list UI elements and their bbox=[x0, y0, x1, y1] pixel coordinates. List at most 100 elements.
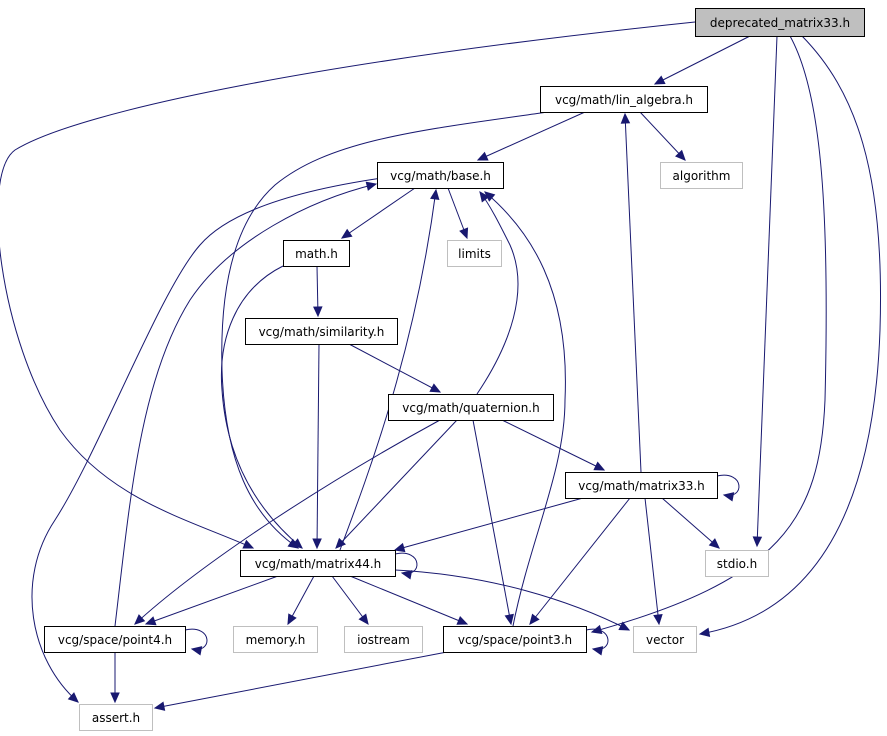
edge-arrowhead bbox=[618, 621, 631, 631]
node-box bbox=[344, 626, 423, 653]
edge-line bbox=[221, 111, 549, 549]
edge-arrowhead bbox=[153, 701, 166, 711]
node-box bbox=[695, 8, 865, 37]
edge-point3-to-point3 bbox=[585, 628, 609, 656]
edge-matrix44-to-iostream bbox=[331, 575, 369, 625]
node-box bbox=[388, 394, 554, 421]
edge-line bbox=[699, 35, 882, 635]
edge-arrowhead bbox=[479, 191, 490, 203]
node-matrix33[interactable]: vcg/math/matrix33.h bbox=[565, 472, 718, 499]
node-box bbox=[540, 86, 708, 113]
node-iostream: iostream bbox=[344, 626, 423, 653]
edge-line bbox=[476, 191, 519, 395]
node-math[interactable]: math.h bbox=[283, 240, 350, 267]
edge-line bbox=[134, 419, 441, 625]
graph-nodes: deprecated_matrix33.h vcg/math/lin_algebr… bbox=[44, 8, 865, 731]
node-matrix44[interactable]: vcg/math/matrix44.h bbox=[240, 550, 396, 577]
edge-line bbox=[335, 419, 458, 549]
edge-arrowhead bbox=[110, 692, 120, 704]
edge-quaternion-to-base bbox=[476, 191, 519, 395]
node-memory: memory.h bbox=[233, 626, 318, 653]
edge-line bbox=[114, 183, 377, 627]
edge-line bbox=[529, 497, 631, 625]
edge-matrix44-to-base bbox=[339, 188, 440, 551]
edge-line bbox=[331, 575, 369, 625]
edge-quaternion-to-matrix33 bbox=[501, 419, 606, 471]
node-box bbox=[233, 626, 318, 653]
edge-point3-to-base bbox=[484, 191, 566, 627]
edge-arrowhead bbox=[393, 542, 406, 553]
edge-deprecated-matrix33-to-matrix44 bbox=[0, 21, 696, 549]
edge-arrowhead bbox=[675, 149, 686, 161]
edge-point3-to-assert bbox=[153, 651, 448, 711]
node-box bbox=[377, 162, 504, 189]
edge-arrowhead bbox=[476, 151, 489, 161]
edge-arrowhead bbox=[620, 112, 631, 124]
edge-math-to-matrix44 bbox=[220, 265, 303, 549]
node-box bbox=[79, 704, 153, 731]
edge-line bbox=[644, 497, 660, 625]
edge-line bbox=[639, 111, 686, 161]
edge-matrix44-to-point4 bbox=[144, 575, 279, 626]
edge-arrowhead bbox=[287, 613, 297, 626]
edge-arrowhead bbox=[429, 383, 442, 393]
edge-quaternion-to-matrix44 bbox=[335, 419, 458, 549]
edge-line bbox=[716, 474, 740, 496]
node-label: vcg/math/similarity.h bbox=[259, 325, 385, 339]
edge-point4-to-base bbox=[114, 181, 378, 627]
node-stdio: stdio.h bbox=[705, 550, 769, 577]
node-label: vcg/math/base.h bbox=[390, 169, 491, 183]
edge-line bbox=[624, 113, 642, 473]
node-base[interactable]: vcg/math/base.h bbox=[377, 162, 504, 189]
edge-deprecated-matrix33-to-point3 bbox=[590, 35, 827, 635]
edge-deprecated-matrix33-to-lin-algebra bbox=[653, 35, 751, 85]
edge-matrix44-to-vector bbox=[394, 569, 631, 631]
graph-edges bbox=[0, 21, 882, 711]
edge-arrowhead bbox=[340, 228, 353, 239]
edge-point4-to-assert bbox=[110, 652, 120, 704]
edge-line bbox=[348, 343, 441, 393]
node-similarity[interactable]: vcg/math/similarity.h bbox=[245, 318, 398, 345]
edge-line bbox=[341, 187, 416, 239]
node-point3[interactable]: vcg/space/point3.h bbox=[443, 626, 587, 653]
edge-line bbox=[316, 343, 320, 549]
edge-arrowhead bbox=[698, 627, 711, 638]
node-box bbox=[245, 318, 398, 345]
edge-arrowhead bbox=[190, 646, 203, 656]
edge-deprecated-matrix33-to-stdio bbox=[752, 35, 778, 548]
edge-base-to-limits bbox=[447, 187, 469, 240]
edge-arrowhead bbox=[653, 75, 666, 85]
edge-matrix33-to-matrix44 bbox=[393, 497, 584, 553]
edge-line bbox=[220, 265, 303, 549]
node-vector: vector bbox=[633, 626, 697, 653]
edge-line bbox=[0, 21, 696, 549]
edge-arrowhead bbox=[430, 188, 440, 201]
edge-arrowhead bbox=[134, 614, 146, 625]
edge-point4-to-point4 bbox=[184, 628, 208, 656]
node-box bbox=[565, 472, 718, 499]
edge-quaternion-to-point3 bbox=[472, 419, 514, 626]
node-label: assert.h bbox=[92, 711, 140, 725]
edge-line bbox=[501, 419, 605, 471]
node-label: vcg/math/matrix44.h bbox=[255, 557, 382, 571]
node-quaternion[interactable]: vcg/math/quaternion.h bbox=[388, 394, 554, 421]
node-limits: limits bbox=[447, 240, 502, 267]
edge-line bbox=[654, 35, 751, 85]
node-label: vcg/math/quaternion.h bbox=[402, 401, 539, 415]
node-lin-algebra[interactable]: vcg/math/lin_algebra.h bbox=[540, 86, 708, 113]
edge-matrix33-to-matrix33 bbox=[716, 474, 740, 502]
edge-arrowhead bbox=[456, 615, 469, 625]
edge-matrix44-to-memory bbox=[287, 575, 315, 626]
node-deprecated-matrix33[interactable]: deprecated_matrix33.h bbox=[695, 8, 865, 37]
edge-base-to-assert bbox=[31, 177, 383, 703]
node-box bbox=[660, 162, 743, 189]
edge-base-to-math bbox=[340, 187, 416, 239]
edge-line bbox=[339, 189, 437, 551]
edge-line bbox=[145, 575, 279, 625]
edge-line bbox=[184, 628, 208, 650]
node-point4[interactable]: vcg/space/point4.h bbox=[44, 626, 186, 653]
edge-arrowhead bbox=[591, 646, 604, 656]
edge-line bbox=[591, 35, 827, 633]
edge-lin-algebra-to-base bbox=[476, 111, 586, 161]
